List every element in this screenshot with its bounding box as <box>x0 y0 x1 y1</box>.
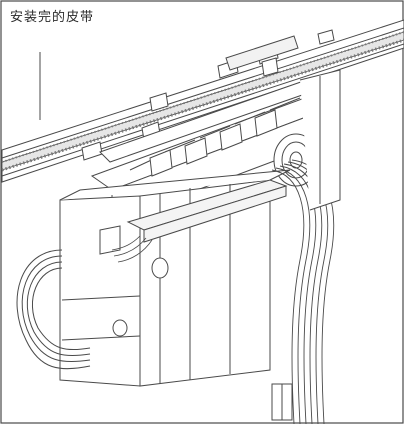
left-cable-loop <box>16 249 91 370</box>
connector-plate <box>126 179 288 243</box>
right-bracket <box>299 69 341 211</box>
belt-icon <box>1 31 404 172</box>
connector-plug-icon <box>271 383 293 421</box>
small-wires <box>111 235 153 263</box>
belt-callout-label: 安装完的皮带 <box>8 6 97 25</box>
